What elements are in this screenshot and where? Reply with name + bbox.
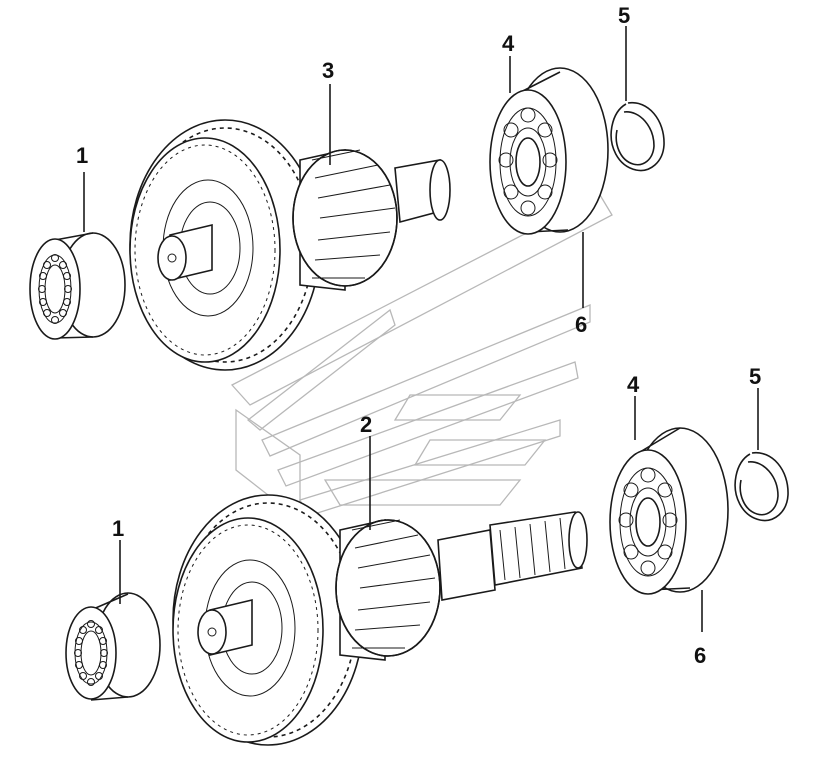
callout-1-bottom: 1: [112, 516, 124, 541]
callout-4-top: 4: [502, 31, 515, 56]
callout-1-top: 1: [76, 143, 88, 168]
callout-3-top: 3: [322, 58, 334, 83]
ball-bearing-top: [489, 67, 609, 235]
ball-bearing-bottom: [609, 427, 729, 595]
callout-labels: 1 3 4 5 6 2 1 4 5 6: [76, 3, 761, 668]
gear-shaft-top-pinion: [292, 149, 451, 291]
snap-ring-bottom: [734, 452, 789, 522]
callout-6-top: 6: [575, 312, 587, 337]
roller-bearing-top: [29, 232, 126, 340]
callout-4-bottom: 4: [627, 372, 640, 397]
roller-bearing-bottom: [65, 592, 161, 701]
leader-lines: [83, 26, 759, 632]
gear-shaft-bottom-pinion: [335, 511, 588, 661]
snap-ring-top: [610, 102, 665, 172]
watermark-logo: [230, 194, 613, 522]
callout-2-bottom: 2: [360, 412, 372, 437]
callout-5-top: 5: [618, 3, 630, 28]
callout-6-bottom: 6: [694, 643, 706, 668]
gear-shaft-top-large-gear: [129, 119, 321, 371]
callout-5-bottom: 5: [749, 364, 761, 389]
gear-shaft-bottom-large-gear: [172, 494, 364, 746]
